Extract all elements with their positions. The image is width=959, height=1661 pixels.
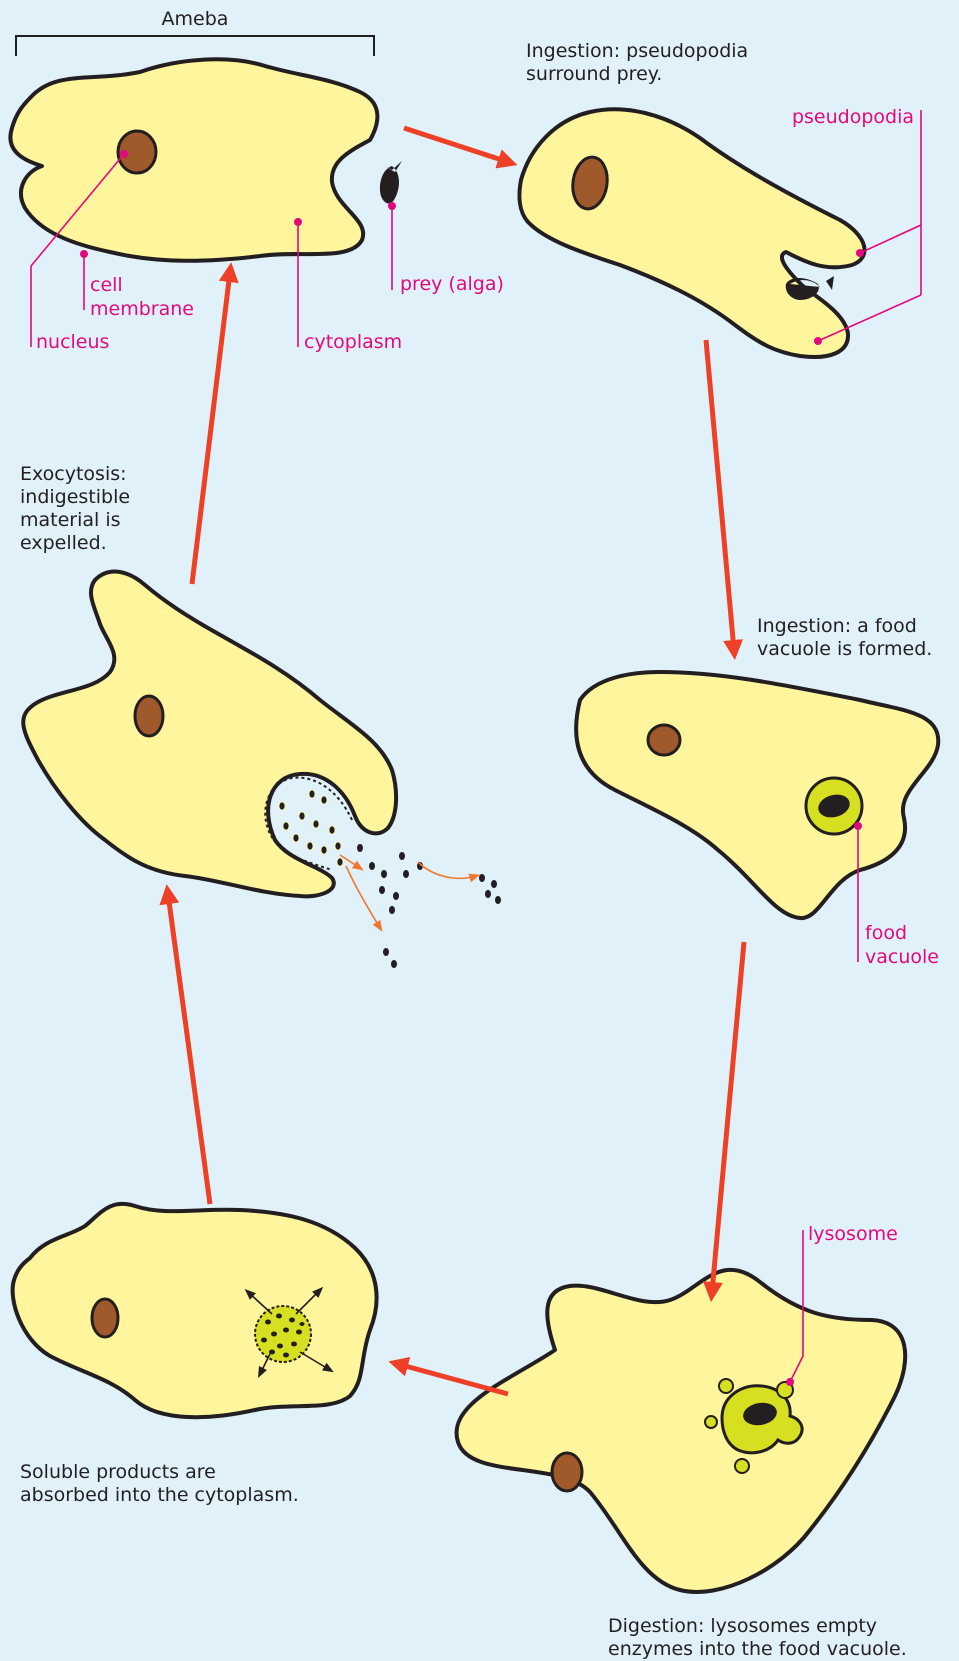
stage-ingestion-vacuole: Ingestion: a food vacuole is formed. foo… xyxy=(576,615,939,968)
arrow-stage1-to-stage2 xyxy=(404,128,508,162)
stage-ingestion-pseudopodia: Ingestion: pseudopodia surround prey. ps… xyxy=(519,40,921,357)
particle-release-arrows xyxy=(340,855,476,928)
released-particles xyxy=(357,844,501,968)
exocytosis-caption-line4: expelled. xyxy=(20,532,107,554)
cell-membrane-label-line2: membrane xyxy=(90,298,194,320)
ameba-bracket xyxy=(16,36,374,56)
ameba-label: Ameba xyxy=(162,8,229,30)
prey-label: prey (alga) xyxy=(400,273,504,295)
ingestion-1-caption-line2: surround prey. xyxy=(526,63,662,85)
ingestion-2-caption-line2: vacuole is formed. xyxy=(757,638,932,660)
prey-alga xyxy=(380,161,402,203)
ameba-cell-2 xyxy=(519,109,864,357)
ameba-cell-4 xyxy=(457,1270,906,1592)
lysosome-4 xyxy=(735,1459,749,1473)
ameba-cell-5 xyxy=(13,1204,377,1417)
arrow-stage5-to-stage6 xyxy=(168,894,210,1204)
stage-digestion: lysosome Digestion: lysosomes empty enzy… xyxy=(457,1223,907,1660)
ingestion-1-caption-line1: Ingestion: pseudopodia xyxy=(526,40,748,62)
lysosome-label-dot xyxy=(786,1378,794,1386)
arrow-stage3-to-stage4 xyxy=(712,942,744,1292)
nucleus-6 xyxy=(135,696,163,736)
nucleus-5 xyxy=(92,1299,118,1337)
prey-in-pocket xyxy=(786,276,834,300)
lysosome-3 xyxy=(705,1416,717,1428)
cytoplasm-label: cytoplasm xyxy=(304,331,402,353)
stage-ameba: Ameba nucleus cell membrane cytoplasm pr… xyxy=(10,8,503,353)
cell-membrane-label-line1: cell xyxy=(90,274,123,296)
nucleus-3 xyxy=(648,725,680,755)
food-vacuole-label-line2: vacuole xyxy=(865,946,939,968)
nucleus-4 xyxy=(552,1453,582,1491)
nucleus-label: nucleus xyxy=(36,331,109,353)
food-vacuole-label-dot xyxy=(854,822,862,830)
digestion-caption-line2: enzymes into the food vacuole. xyxy=(608,1638,907,1660)
absorption-caption-line1: Soluble products are xyxy=(20,1461,216,1483)
lysosome-1 xyxy=(719,1379,733,1393)
ameba-cell-3 xyxy=(576,672,938,918)
ingestion-2-caption-line1: Ingestion: a food xyxy=(757,615,917,637)
arrow-stage4-to-stage5 xyxy=(398,1364,508,1394)
exocytosis-caption-line2: indigestible xyxy=(20,486,130,508)
absorption-caption-line2: absorbed into the cytoplasm. xyxy=(20,1484,299,1506)
pseudopodia-label: pseudopodia xyxy=(792,106,914,128)
stage-absorption: Soluble products are absorbed into the c… xyxy=(13,1204,377,1506)
exocytosis-caption-line3: material is xyxy=(20,509,121,531)
arrow-stage2-to-stage3 xyxy=(706,340,734,650)
exocytosis-caption-line1: Exocytosis: xyxy=(20,463,127,485)
lysosome-label: lysosome xyxy=(808,1223,898,1245)
ameba-cell-1 xyxy=(10,59,377,260)
stage-exocytosis: Exocytosis: indigestible material is exp… xyxy=(20,463,501,968)
digestion-caption-line1: Digestion: lysosomes empty xyxy=(608,1615,877,1637)
arrow-stage6-to-stage1 xyxy=(192,272,230,584)
food-vacuole-label-line1: food xyxy=(865,922,907,944)
